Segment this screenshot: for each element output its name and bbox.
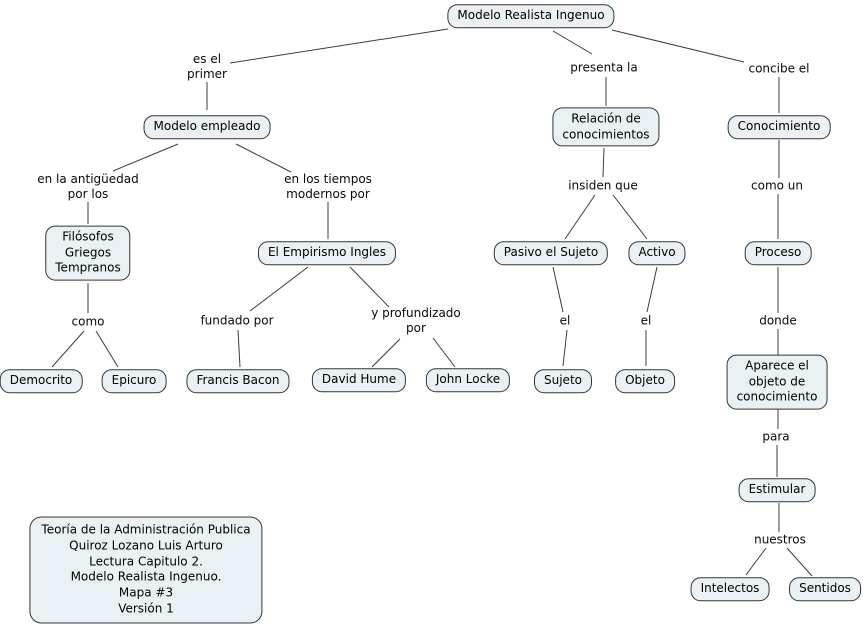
connector-line	[602, 147, 605, 178]
node-el-empirismo-ingles[interactable]: El Empirismo Ingles	[257, 241, 397, 265]
node-modelo-realista-ingenuo[interactable]: Modelo Realista Ingenuo	[447, 4, 615, 28]
connector-line	[564, 194, 596, 240]
link-label-insiden-que[interactable]: insiden que	[568, 178, 638, 193]
node-activo[interactable]: Activo	[628, 241, 686, 265]
node-filosofos-griegos-tempranos[interactable]: Filósofos Griegos Tempranos	[45, 225, 131, 281]
connector-line	[611, 29, 745, 63]
connector-line	[432, 337, 456, 368]
connector-line	[349, 266, 390, 308]
connector-line	[646, 266, 658, 313]
connector-line	[112, 143, 179, 172]
node-intelectos[interactable]: Intelectos	[690, 577, 770, 601]
node-objeto[interactable]: Objeto	[615, 369, 675, 393]
node-john-locke[interactable]: John Locke	[425, 368, 511, 392]
connector-line	[552, 30, 593, 55]
node-aparece-el-objeto[interactable]: Aparece el objeto de conocimiento	[726, 354, 828, 410]
node-modelo-empleado[interactable]: Modelo empleado	[143, 115, 271, 139]
connector-line	[371, 338, 401, 368]
node-proceso[interactable]: Proceso	[744, 241, 812, 265]
node-francis-bacon[interactable]: Francis Bacon	[186, 369, 290, 393]
connector-line	[95, 330, 119, 368]
connector-line	[249, 266, 309, 312]
node-democrito[interactable]: Democrito	[0, 369, 83, 393]
link-label-para[interactable]: para	[762, 429, 790, 444]
connector-line	[51, 330, 85, 368]
link-label-como[interactable]: como	[71, 314, 105, 329]
legend-info-box[interactable]: Teoría de la Administración Publica Quir…	[29, 516, 263, 624]
connector-line	[786, 547, 813, 577]
link-label-el-derecha[interactable]: el	[640, 313, 652, 328]
node-epicuro[interactable]: Epicuro	[101, 369, 167, 393]
link-label-en-la-antiguedad[interactable]: en la antigüedad por los	[37, 172, 139, 201]
link-label-nuestros[interactable]: nuestros	[754, 532, 806, 547]
node-pasivo-el-sujeto[interactable]: Pasivo el Sujeto	[493, 241, 609, 265]
link-label-presenta-la[interactable]: presenta la	[570, 60, 638, 75]
link-label-donde[interactable]: donde	[759, 313, 797, 328]
link-label-concibe-el[interactable]: concibe el	[748, 61, 810, 76]
node-conocimiento[interactable]: Conocimiento	[727, 115, 831, 139]
link-label-es-el-primer[interactable]: es el primer	[187, 52, 227, 81]
link-label-fundado-por[interactable]: fundado por	[200, 313, 274, 328]
connector-line	[235, 143, 292, 173]
connector-line	[745, 547, 767, 576]
node-sentidos[interactable]: Sentidos	[789, 577, 861, 601]
link-label-y-profundizado-por[interactable]: y profundizado por	[371, 306, 461, 335]
node-david-hume[interactable]: David Hume	[311, 368, 407, 392]
connector-line	[612, 194, 648, 240]
connector-line	[229, 28, 449, 64]
connector-line	[562, 329, 568, 367]
node-relacion-de-conocimientos[interactable]: Relación de conocimientos	[552, 107, 660, 147]
link-label-en-los-tiempos[interactable]: en los tiempos modernos por	[284, 172, 372, 201]
node-estimular[interactable]: Estimular	[738, 478, 816, 502]
link-label-el-izquierda[interactable]: el	[559, 313, 571, 328]
link-label-como-un[interactable]: como un	[751, 178, 803, 193]
connector-line	[552, 266, 564, 313]
connector-line	[237, 329, 241, 368]
node-sujeto[interactable]: Sujeto	[534, 369, 592, 393]
